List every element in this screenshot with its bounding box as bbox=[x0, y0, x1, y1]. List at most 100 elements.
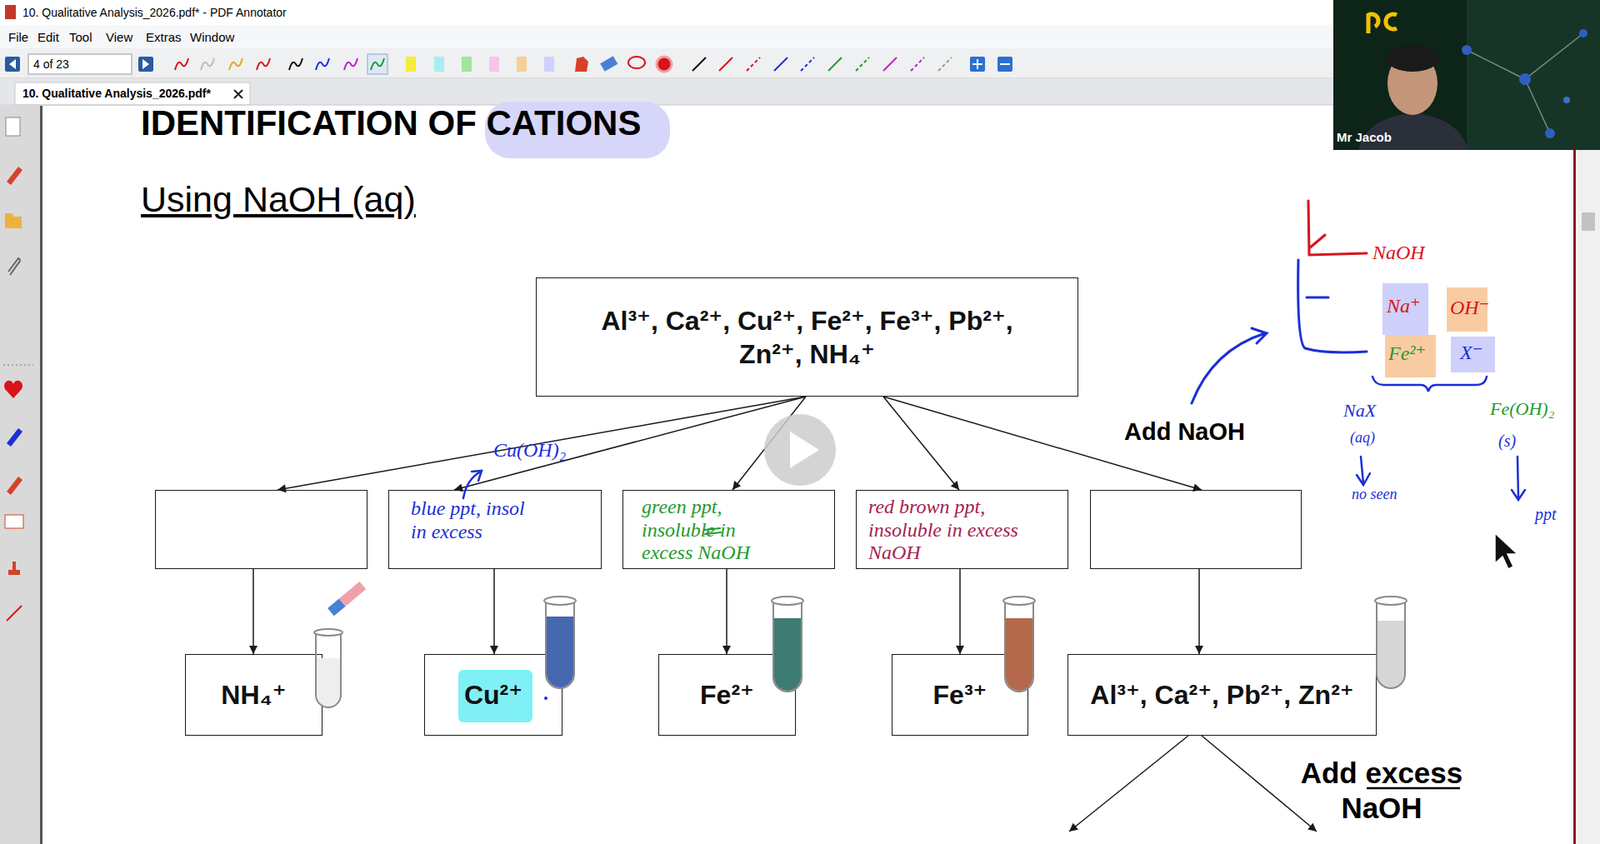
left-sidebar bbox=[5, 117, 20, 136]
test-tube bbox=[1377, 620, 1405, 688]
toolbar bbox=[516, 56, 527, 72]
ion-note: X⁻ bbox=[1460, 341, 1483, 365]
node-text: red brown ppt, insoluble in excess NaOH bbox=[868, 495, 1056, 565]
eraser-icon bbox=[339, 581, 366, 607]
left-sidebar bbox=[40, 105, 43, 844]
handwritten-mark bbox=[1385, 335, 1436, 378]
ion-box bbox=[155, 490, 368, 570]
toolbar bbox=[910, 57, 925, 71]
node-text: Fe³⁺ bbox=[933, 678, 988, 712]
ion-box: Fe³⁺ bbox=[891, 654, 1029, 736]
video-overlay bbox=[1385, 45, 1440, 72]
page-counter: 4 of 23 bbox=[33, 57, 70, 71]
toolbar bbox=[938, 57, 952, 71]
toolbar bbox=[855, 57, 870, 71]
video-overlay bbox=[1358, 113, 1469, 150]
toolbar bbox=[544, 56, 555, 72]
handwritten-mark bbox=[471, 470, 482, 481]
eraser-icon bbox=[327, 581, 366, 616]
toolbar bbox=[774, 57, 788, 71]
handwritten-mark bbox=[544, 696, 548, 700]
toolbar bbox=[434, 56, 445, 72]
video-overlay bbox=[1385, 14, 1397, 30]
left-sidebar bbox=[6, 605, 22, 621]
test-tube bbox=[544, 596, 576, 605]
ion-box: Fe²⁺ bbox=[658, 654, 796, 736]
observation-box: blue ppt, insol in excess bbox=[388, 490, 602, 570]
toolbar bbox=[972, 59, 983, 70]
toolbar bbox=[5, 56, 20, 72]
test-tube bbox=[774, 618, 801, 691]
toolbar bbox=[344, 58, 358, 70]
connector-arrow bbox=[883, 396, 960, 490]
toolbar bbox=[628, 56, 645, 69]
handwritten-note: no seen bbox=[1351, 485, 1397, 504]
left-sidebar bbox=[8, 561, 20, 575]
left-sidebar bbox=[3, 365, 34, 366]
ion-note: Fe²⁺ bbox=[1388, 342, 1426, 366]
toolbar bbox=[692, 57, 706, 71]
toolbar bbox=[229, 58, 243, 70]
tab-bar bbox=[0, 105, 1600, 106]
left-sidebar bbox=[0, 105, 43, 844]
menu-item: Tool bbox=[69, 30, 93, 45]
video-overlay bbox=[1466, 0, 1600, 150]
page-title: IDENTIFICATION OF CATIONS bbox=[140, 103, 641, 144]
toolbar bbox=[656, 56, 672, 72]
title-bar bbox=[0, 0, 1600, 25]
toolbar bbox=[138, 56, 154, 72]
toolbar bbox=[0, 48, 1600, 79]
connector-arrow bbox=[493, 569, 495, 655]
toolbar bbox=[315, 58, 330, 70]
tab-bar bbox=[234, 90, 243, 99]
video-overlay bbox=[1519, 73, 1531, 85]
test-tube bbox=[314, 629, 343, 636]
video-overlay bbox=[1333, 0, 1600, 150]
handwritten-note: NaOH bbox=[1372, 241, 1425, 265]
handwritten-mark bbox=[463, 200, 1525, 700]
toolbar bbox=[256, 58, 270, 70]
handwritten-note: Fe(OH)₂ bbox=[1490, 398, 1555, 420]
handwritten-note: NaX bbox=[1343, 400, 1376, 421]
video-overlay bbox=[1466, 33, 1584, 134]
toolbar bbox=[0, 48, 1600, 79]
connector-arrow bbox=[959, 569, 961, 655]
node-text: Al³⁺, Ca²⁺, Pb²⁺, Zn²⁺ bbox=[1090, 678, 1354, 712]
toolbar bbox=[600, 55, 618, 72]
ion-box: Al³⁺, Ca²⁺, Pb²⁺, Zn²⁺ bbox=[1067, 654, 1377, 736]
toolbar bbox=[997, 56, 1013, 72]
ion-box bbox=[1090, 490, 1302, 570]
connector-arrow bbox=[725, 569, 728, 655]
handwritten-mark bbox=[1372, 376, 1487, 392]
test-tube bbox=[316, 658, 340, 707]
left-sidebar bbox=[6, 476, 23, 495]
video-overlay bbox=[1563, 96, 1570, 104]
left-sidebar bbox=[5, 213, 22, 229]
toolbar bbox=[175, 58, 189, 70]
connector-arrow bbox=[1198, 569, 1200, 655]
ion-note: OH⁻ bbox=[1450, 296, 1490, 320]
handwritten-mark bbox=[1308, 200, 1367, 255]
toolbar bbox=[883, 57, 897, 71]
node-text: blue ppt, insol in excess bbox=[410, 497, 543, 544]
test-tube bbox=[1005, 601, 1034, 692]
ion-group-box: Al³⁺, Ca²⁺, Cu²⁺, Fe²⁺, Fe³⁺, Pb²⁺, Zn²⁺… bbox=[535, 277, 1079, 397]
menu-item: Extras bbox=[145, 30, 182, 45]
toolbar bbox=[746, 57, 760, 71]
right-scrollbar bbox=[1577, 105, 1600, 844]
video-overlay bbox=[1461, 45, 1472, 55]
window-title: 10. Qualitative Analysis_2026.pdf* - PDF… bbox=[22, 5, 287, 20]
handwritten-mark bbox=[1450, 336, 1495, 373]
test-tube bbox=[773, 601, 802, 692]
video-overlay bbox=[1368, 14, 1379, 34]
mouse-cursor bbox=[1495, 533, 1518, 570]
handwritten-mark bbox=[463, 471, 481, 499]
toolbar bbox=[970, 56, 985, 72]
split-arrow bbox=[1069, 735, 1189, 832]
video-overlay bbox=[1387, 51, 1438, 115]
toolbar bbox=[367, 54, 388, 75]
toolbar bbox=[142, 59, 150, 70]
handwritten-note: ppt bbox=[1535, 505, 1557, 525]
